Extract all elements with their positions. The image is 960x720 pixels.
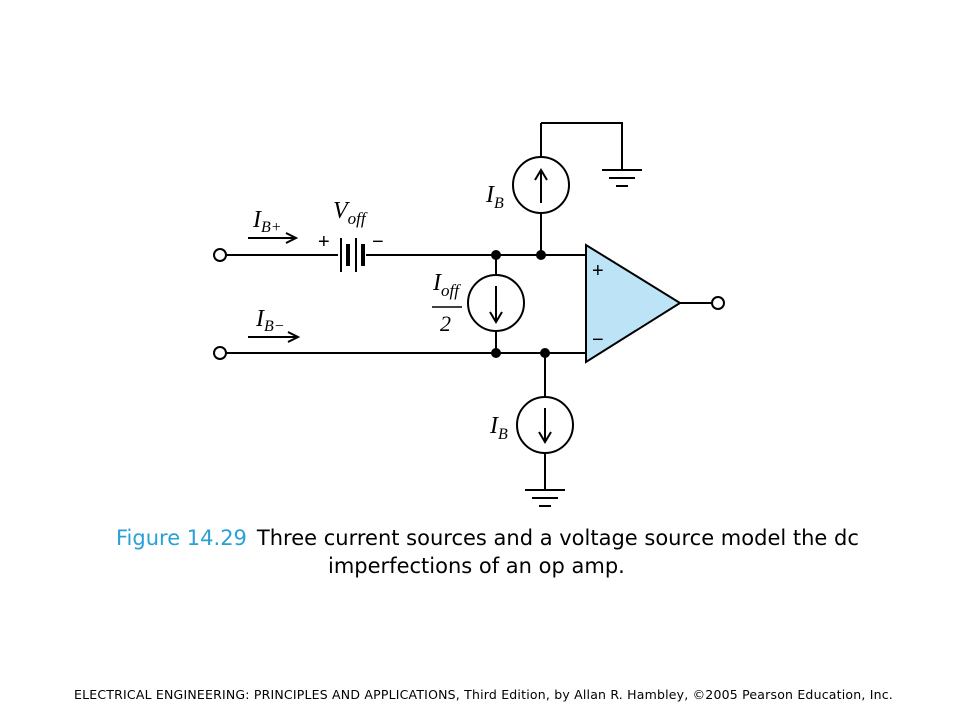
label-ioff-main: I (432, 270, 442, 296)
op-amp-triangle (585, 243, 682, 364)
label-ib-bottom-main: I (489, 413, 499, 439)
label-ib-minus-sub: B− (264, 318, 285, 335)
input-terminal-top (213, 248, 227, 262)
figure-number: Figure 14.29 (116, 526, 247, 550)
ground-symbol-top (602, 169, 642, 187)
label-ib-top: IB (485, 182, 504, 212)
label-ib-plus-main: I (252, 207, 262, 233)
op-amp-minus-sign: − (592, 329, 604, 351)
caption-line-1: Three current sources and a voltage sour… (256, 526, 859, 550)
battery-minus-sign: − (372, 231, 384, 253)
node-dot (491, 250, 501, 260)
label-ioff-denominator: 2 (440, 311, 451, 336)
label-ib-plus: IB+ (252, 207, 282, 236)
label-ib-plus-sub: B+ (261, 219, 282, 236)
label-voff-sub: off (348, 209, 368, 228)
battery-plus-sign: + (318, 231, 330, 253)
output-terminal (711, 296, 725, 310)
copyright-footer: ELECTRICAL ENGINEERING: PRINCIPLES AND A… (74, 687, 893, 702)
figure-caption: Figure 14.29 Three current sources and a … (116, 524, 876, 580)
current-source-ioff (467, 274, 525, 332)
voltage-source-voff (338, 238, 366, 274)
label-ib-bottom-sub: B (498, 426, 508, 443)
label-ib-minus-main: I (255, 306, 265, 332)
current-source-ib-top (512, 156, 570, 214)
node-dot (536, 250, 546, 260)
caption-line-2: imperfections of an op amp. (328, 554, 625, 578)
label-voff: Voff (333, 198, 368, 228)
label-ioff: Ioff (432, 270, 461, 300)
node-dot (491, 348, 501, 358)
label-ib-top-main: I (485, 182, 495, 208)
op-amp-plus-sign: + (592, 260, 604, 282)
label-voff-main: V (333, 198, 350, 224)
wire-ib-top-ground (541, 122, 623, 170)
label-ioff-sub: off (441, 281, 461, 300)
label-ib-minus: IB− (255, 306, 285, 335)
node-dot (540, 348, 550, 358)
ground-symbol-bottom (525, 489, 565, 507)
input-terminal-bottom (213, 346, 227, 360)
arrow-ib-plus (248, 232, 299, 244)
current-source-ib-bottom (516, 396, 574, 454)
arrow-ib-minus (248, 331, 301, 343)
label-ib-top-sub: B (494, 195, 504, 212)
label-ib-bottom: IB (489, 413, 508, 443)
